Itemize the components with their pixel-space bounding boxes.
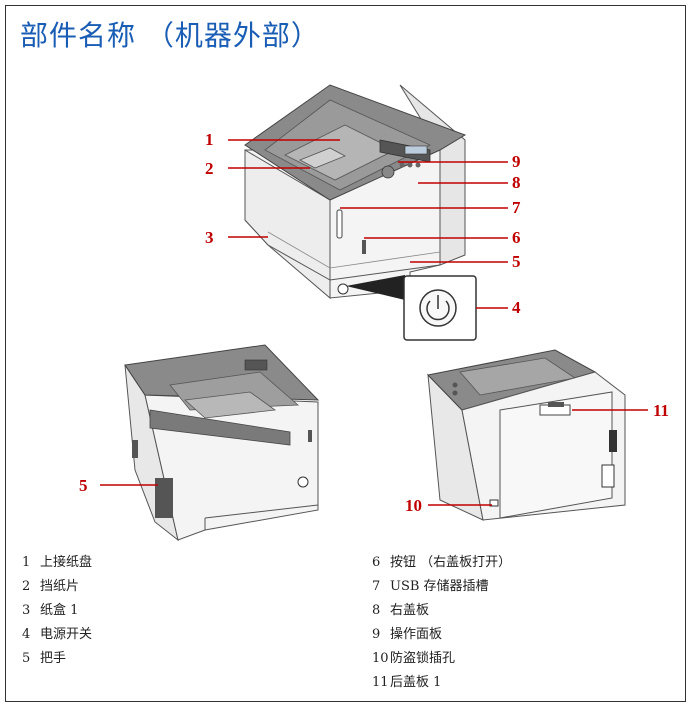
callout-6: 6	[512, 228, 521, 247]
callout-7: 7	[512, 198, 521, 217]
callout-10: 10	[405, 496, 422, 515]
callout-8: 8	[512, 173, 521, 192]
callout-5-side: 5	[79, 476, 88, 495]
callout-9: 9	[512, 152, 521, 171]
list-item: 11后盖板 1	[372, 675, 442, 690]
callout-4: 4	[512, 298, 521, 317]
callout-1: 1	[205, 130, 214, 149]
callout-3: 3	[205, 228, 214, 247]
page-title: 部件名称 （机器外部）	[20, 19, 320, 52]
callout-2: 2	[205, 159, 214, 178]
list-item: 10防盗锁插孔	[372, 651, 456, 666]
rear-view-printer-illustration	[426, 349, 626, 521]
page-frame	[5, 5, 686, 702]
callout-11: 11	[653, 401, 669, 420]
callout-5-front: 5	[512, 252, 521, 271]
side-view-printer-illustration	[124, 344, 320, 542]
main-printer-illustration	[244, 84, 477, 341]
